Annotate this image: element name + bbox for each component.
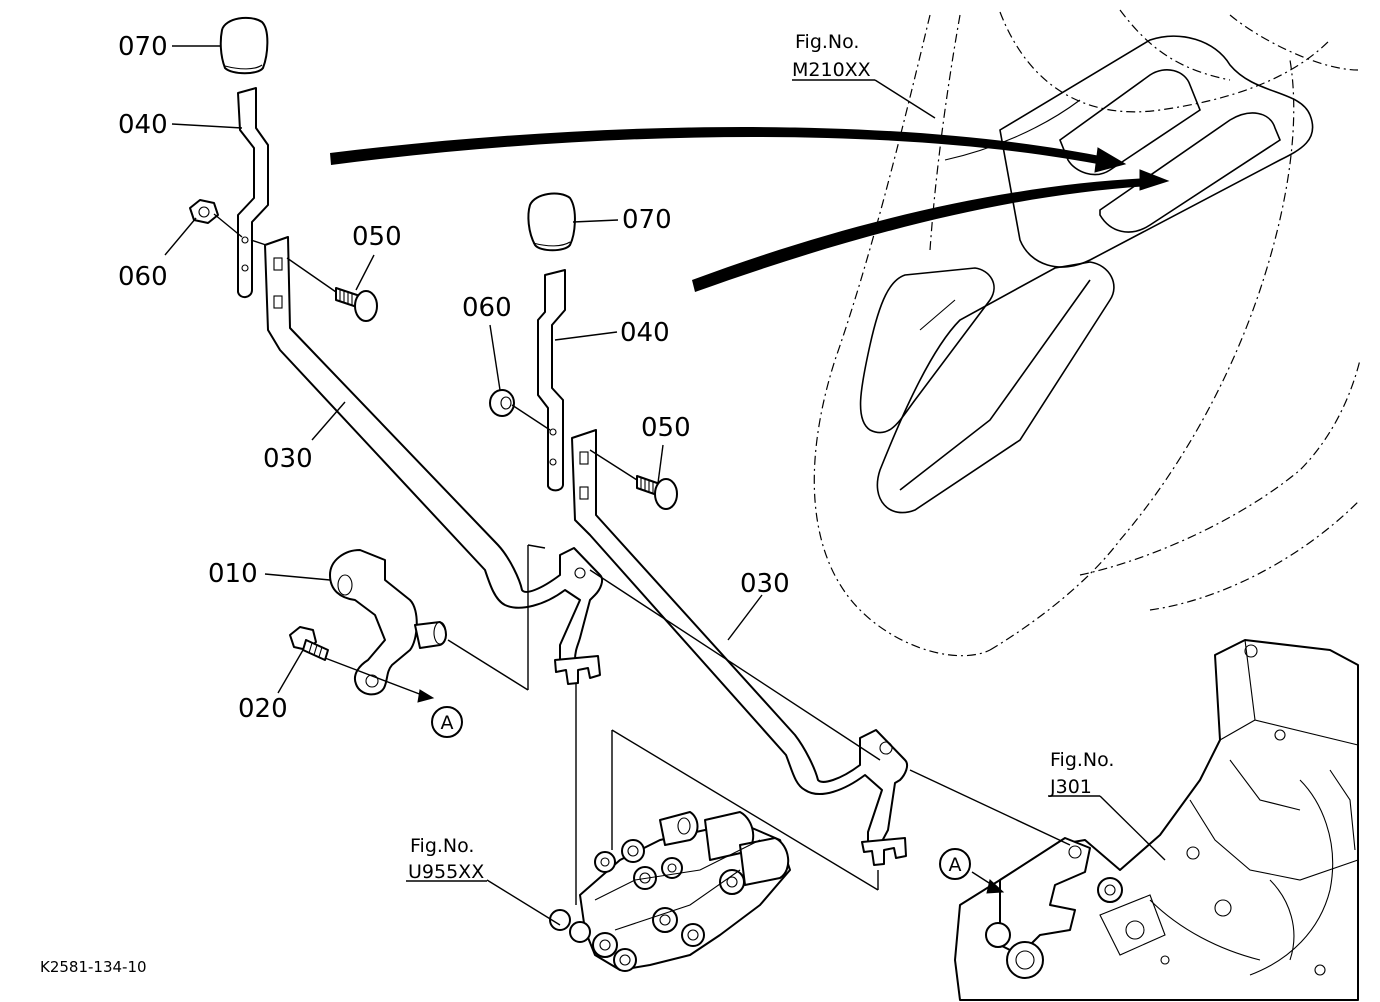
- pointer-arrows: [330, 127, 1170, 292]
- label-040-right: 040: [620, 318, 670, 348]
- callout-a-left: A: [441, 712, 454, 734]
- right-knob-070: [527, 192, 576, 252]
- label-070-left: 070: [118, 32, 168, 62]
- right-nut-060: [489, 389, 515, 417]
- left-arm-030: [264, 236, 604, 685]
- label-020: 020: [238, 694, 288, 724]
- arrowhead-a-right: [986, 879, 1005, 894]
- label-070-right: 070: [622, 205, 672, 235]
- bolt-020: [289, 626, 329, 661]
- label-050-right: 050: [641, 413, 691, 443]
- control-valve: [549, 811, 791, 972]
- figref-j301: Fig.No. J301: [1048, 749, 1114, 798]
- right-arm-030: [571, 429, 909, 866]
- fender-outline: [813, 9, 1361, 657]
- figref-u955-line2: U955XX: [408, 861, 484, 883]
- housing-j301: [954, 639, 1359, 1001]
- arrowhead-a-left: [417, 689, 435, 703]
- figref-j301-line2: J301: [1049, 776, 1092, 798]
- right-lever-040: [537, 269, 566, 492]
- callout-a-right: A: [949, 854, 962, 876]
- figref-m210: Fig.No. M210XX: [792, 31, 875, 81]
- label-030-right: 030: [740, 569, 790, 599]
- label-030-left: 030: [263, 444, 313, 474]
- label-050-left: 050: [352, 222, 402, 252]
- figref-j301-line1: Fig.No.: [1050, 749, 1114, 771]
- label-060-right: 060: [462, 293, 512, 323]
- figref-u955-line1: Fig.No.: [410, 835, 474, 857]
- left-bolt-050: [335, 287, 378, 322]
- callout-a-left-circle: [431, 706, 463, 738]
- right-bolt-050: [636, 475, 678, 510]
- fender-slots: [859, 35, 1314, 514]
- figref-m210-line1: Fig.No.: [795, 31, 859, 53]
- left-knob-070: [219, 16, 269, 75]
- label-040-left: 040: [118, 110, 168, 140]
- bracket-010: [329, 549, 447, 696]
- figref-u955: Fig.No. U955XX: [406, 835, 487, 883]
- callout-a-right-circle: [939, 848, 971, 880]
- left-lever-040: [237, 87, 269, 298]
- label-060-left: 060: [118, 262, 168, 292]
- leader-lines: [164, 45, 1166, 926]
- figref-m210-line2: M210XX: [792, 59, 871, 81]
- label-010: 010: [208, 559, 258, 589]
- drawing-code: K2581-134-10: [40, 958, 147, 976]
